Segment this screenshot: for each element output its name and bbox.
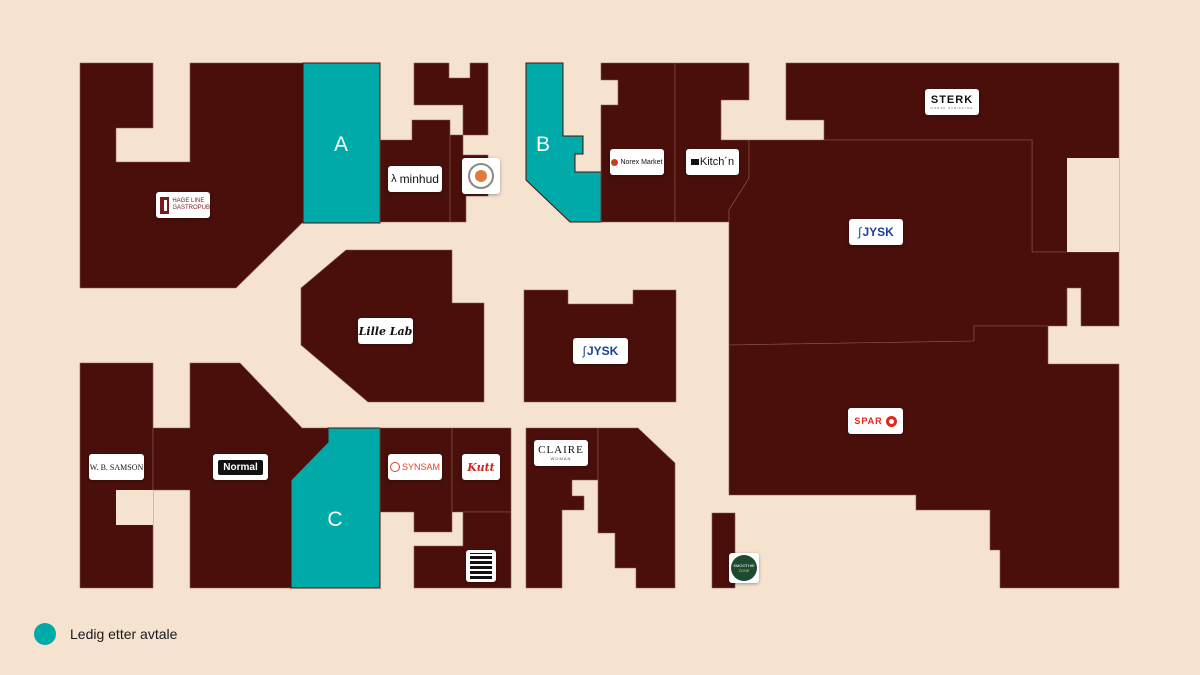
unit-jysk-large[interactable]	[728, 139, 1120, 346]
kitchn-mark-icon	[690, 159, 699, 165]
available-unit-b-label: B	[536, 133, 550, 156]
hageline-logo[interactable]: HAGE LINE GASTROPUB	[156, 192, 210, 218]
round-badge-icon	[468, 163, 494, 189]
smoothie-line1: SMOOTHIE	[733, 563, 755, 568]
norex-name: Norex Market	[620, 158, 663, 166]
norex-flower-icon	[611, 158, 619, 166]
available-unit-b[interactable]	[525, 62, 602, 223]
normal-logo[interactable]: Normal	[213, 454, 268, 480]
spar-tree-icon	[885, 415, 897, 427]
map-legend: Ledig etter avtale	[34, 623, 177, 645]
round-badge-logo[interactable]	[462, 158, 500, 194]
norex-market-logo[interactable]: Norex Market	[610, 149, 664, 175]
smoothie-logo[interactable]: SMOOTHIE ZONE	[729, 553, 759, 583]
wb-samson-logo[interactable]: W. B. SAMSON	[89, 454, 144, 480]
kitchn-logo[interactable]: Kitch´n	[686, 149, 739, 175]
unit-east-notch	[1067, 158, 1119, 252]
kutt-name: Kutt	[467, 460, 495, 474]
available-unit-a-label: A	[334, 133, 348, 156]
claire-logo[interactable]: CLAIRE WOMAN	[534, 440, 588, 466]
unit-norex-market[interactable]	[600, 62, 676, 223]
unit-nw-large[interactable]	[79, 62, 304, 289]
synsam-eye-icon	[389, 462, 400, 472]
spar-logo[interactable]: SPAR	[848, 408, 903, 434]
kutt-logo[interactable]: Kutt	[462, 454, 500, 480]
lille-lab-logo[interactable]: Lille Lab	[358, 318, 413, 344]
bottom-small-mark-icon	[470, 553, 492, 579]
unit-west-notch	[116, 490, 153, 525]
unit-se-stepped[interactable]	[597, 427, 676, 589]
available-unit-c-label: C	[327, 508, 342, 531]
hageline-line1: HAGE LINE	[172, 198, 205, 204]
sterk-tagline: NORSK STRIKKING	[930, 105, 974, 110]
bottom-small-logo[interactable]	[466, 550, 496, 582]
jysk-small-bird-icon: ∫	[582, 344, 586, 358]
jysk-large-name: JYSK	[862, 225, 894, 239]
smoothie-line2: ZONE	[738, 568, 750, 573]
minhud-logo[interactable]: λ minhud	[388, 166, 442, 192]
minhud-name: minhud	[399, 172, 439, 186]
jysk-small-logo[interactable]: ∫ JYSK	[573, 338, 628, 364]
jysk-large-logo[interactable]: ∫ JYSK	[849, 219, 903, 245]
wb-samson-name: W. B. SAMSON	[89, 462, 144, 472]
minhud-mark-icon: λ	[391, 173, 397, 185]
jysk-bird-icon: ∫	[858, 225, 862, 239]
hageline-line2: GASTROPUB	[172, 205, 210, 211]
unit-spar[interactable]	[728, 325, 1120, 589]
legend-label: Ledig etter avtale	[70, 626, 178, 642]
normal-name: Normal	[218, 459, 263, 475]
smoothie-badge: SMOOTHIE ZONE	[731, 555, 757, 581]
sterk-logo[interactable]: STERK NORSK STRIKKING	[925, 89, 979, 115]
claire-tagline: WOMAN	[550, 456, 572, 461]
claire-name: CLAIRE	[538, 444, 584, 456]
spar-name: SPAR	[854, 416, 883, 426]
available-swatch-icon	[34, 623, 56, 645]
available-unit-a[interactable]	[302, 62, 381, 224]
synsam-logo[interactable]: SYNSAM	[388, 454, 442, 480]
sterk-name: STERK	[930, 93, 974, 106]
jysk-small-name: JYSK	[586, 344, 619, 358]
hageline-mark-icon	[160, 196, 173, 214]
kitchn-name: Kitch´n	[699, 156, 735, 168]
lille-lab-name: Lille Lab	[358, 324, 413, 338]
synsam-name: SYNSAM	[401, 462, 440, 472]
unit-synsam[interactable]	[379, 427, 453, 533]
